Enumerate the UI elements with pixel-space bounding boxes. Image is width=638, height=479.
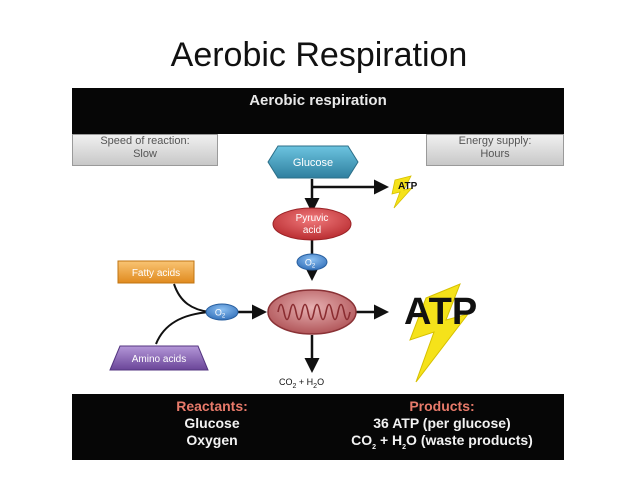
speed-of-reaction-box: Speed of reaction: Slow [72, 134, 218, 166]
amino-acids-node: Amino acids [109, 345, 209, 371]
products-column: Products: 36 ATP (per glucose) CO2 + H2O… [322, 398, 562, 456]
product-co-sub: 2 [372, 443, 377, 451]
glucose-node: Glucose [267, 145, 359, 179]
oxygen-node-left: O2 [205, 303, 239, 321]
diagram-panel: Aerobic respiration Speed of reaction: S… [72, 88, 564, 460]
reactants-heading: Reactants: [176, 398, 248, 414]
speed-value: Slow [133, 148, 157, 160]
slide-title: Aerobic Respiration [170, 36, 468, 74]
product-plus-h: + H [376, 432, 403, 448]
banner-title: Aerobic respiration [249, 92, 387, 109]
svg-text:O2: O2 [305, 258, 316, 270]
pyruvic-label-line2: acid [303, 225, 321, 236]
oxygen-node-top: O2 [296, 253, 328, 271]
reactant-item: Oxygen [186, 432, 238, 448]
o2-left-label: O [215, 308, 222, 318]
energy-supply-box: Energy supply: Hours [426, 134, 564, 166]
energy-value: Hours [480, 148, 510, 160]
amino-acids-label: Amino acids [132, 354, 186, 365]
o2-top-sub: 2 [312, 264, 316, 270]
atp-small-label: ATP [398, 181, 418, 192]
reactant-item: Glucose [184, 415, 240, 431]
atp-large-label: ATP [404, 291, 477, 333]
fatty-acids-node: Fatty acids [117, 260, 195, 284]
mitochondrion-icon [267, 289, 357, 335]
respiration-diagram: Glucose ATP Pyruvic acid O2 Fatty acid [109, 145, 477, 383]
atp-small-lightning-icon [391, 175, 414, 209]
product-atp: 36 ATP (per glucose) [373, 415, 511, 431]
title-banner: Aerobic respiration [72, 88, 564, 134]
waste-co: CO [279, 377, 293, 387]
fatty-acids-connector [173, 283, 211, 313]
glucose-label: Glucose [293, 157, 333, 169]
summary-bar: Reactants: Glucose Oxygen Products: 36 A… [72, 394, 564, 460]
waste-plus: + H [296, 377, 314, 387]
products-heading: Products: [409, 398, 475, 414]
product-waste: CO2 + H2O (waste products) [322, 432, 562, 456]
product-h-sub: 2 [402, 443, 407, 451]
waste-products-label: CO2 + H2O [279, 377, 324, 390]
fatty-acids-label: Fatty acids [132, 268, 180, 279]
waste-o: O [317, 377, 325, 387]
product-co: CO [351, 432, 373, 448]
waste-co-sub: 2 [292, 382, 297, 390]
atp-large-lightning-icon [409, 283, 470, 383]
svg-text:O2: O2 [215, 308, 226, 320]
pyruvic-acid-node: Pyruvic acid [272, 207, 352, 241]
reactants-column: Reactants: Glucose Oxygen [132, 398, 292, 449]
speed-label: Speed of reaction: [100, 135, 190, 147]
waste-h-sub: 2 [313, 382, 318, 390]
product-o-waste: O (waste products) [406, 432, 533, 448]
o2-top-label: O [305, 258, 312, 268]
amino-acids-connector [155, 311, 211, 345]
o2-left-sub: 2 [222, 314, 226, 320]
pyruvic-label-line1: Pyruvic [296, 213, 329, 224]
energy-label: Energy supply: [458, 135, 532, 147]
